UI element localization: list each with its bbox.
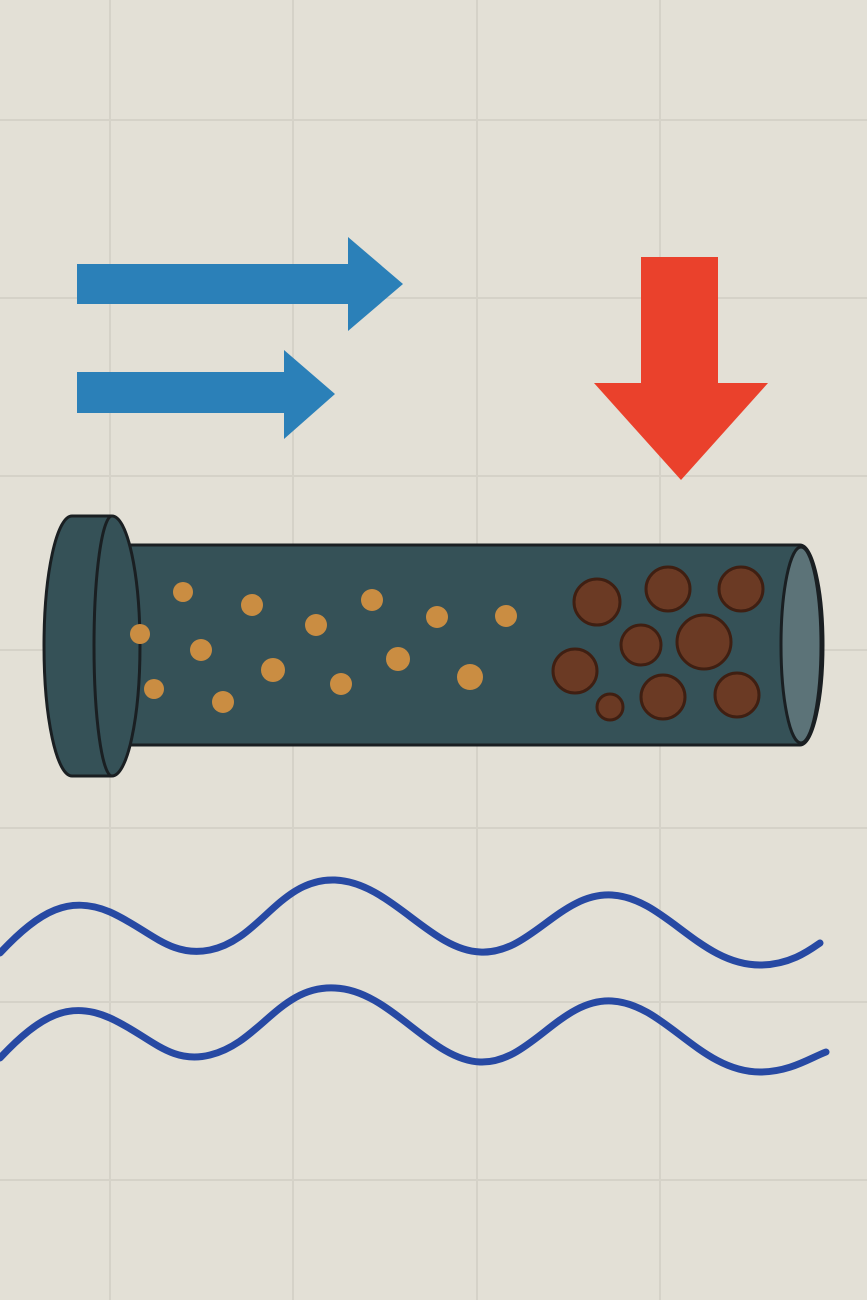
large-particle: [644, 565, 692, 613]
large-particles: [551, 565, 765, 722]
tube-outlet-end: [779, 545, 823, 745]
small-particle: [173, 582, 193, 602]
small-particle: [495, 605, 517, 627]
wave-line-upper: [0, 876, 824, 969]
small-particle: [361, 589, 383, 611]
large-particle: [675, 613, 733, 671]
wave-line-lower: [0, 984, 830, 1076]
small-particle: [330, 673, 352, 695]
tube-inlet-cap: [42, 514, 142, 778]
small-particle: [457, 664, 483, 690]
large-particle: [551, 647, 599, 695]
small-particles: [130, 582, 517, 713]
small-particle: [426, 606, 448, 628]
large-particle: [572, 577, 622, 627]
large-particle: [619, 623, 663, 667]
large-particle: [717, 565, 765, 613]
small-particle: [144, 679, 164, 699]
tube-inlet-cap-rim: [92, 514, 113, 778]
small-particle: [190, 639, 212, 661]
down-arrow: [594, 257, 768, 480]
flow-arrow-upper: [77, 237, 403, 331]
large-particle: [713, 671, 761, 719]
small-particle: [241, 594, 263, 616]
large-particle: [595, 692, 625, 722]
filter-tube: [42, 514, 825, 778]
large-particle: [639, 673, 687, 721]
small-particle: [261, 658, 285, 682]
small-particle: [212, 691, 234, 713]
small-particle: [305, 614, 327, 636]
small-particle: [386, 647, 410, 671]
flow-arrow-lower: [77, 350, 335, 439]
small-particle: [130, 624, 150, 644]
